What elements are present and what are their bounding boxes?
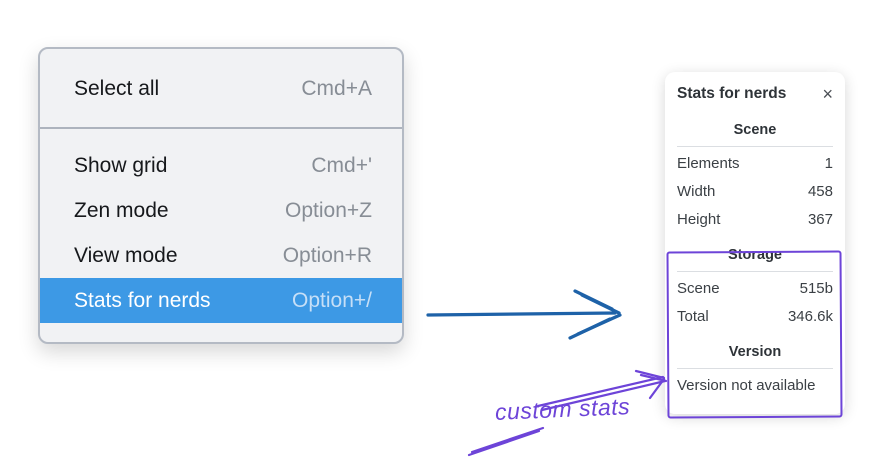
menu-item-select-all[interactable]: Select all Cmd+A (40, 66, 402, 111)
divider (677, 146, 833, 147)
menu-item-label: Zen mode (74, 198, 169, 222)
stat-label: Width (677, 183, 716, 200)
stat-value: 346.6k (787, 308, 833, 325)
menu-item-zen-mode[interactable]: Zen mode Option+Z (40, 188, 402, 233)
stats-panel-title: Stats for nerds (677, 85, 787, 102)
menu-divider (40, 127, 402, 129)
stat-row-elements: Elements 1 (677, 150, 833, 178)
stat-label: Total (677, 308, 709, 325)
menu-item-label: Show grid (74, 153, 168, 177)
stats-panel: Stats for nerds × Scene Elements 1 Width… (665, 72, 845, 414)
menu-item-shortcut: Cmd+A (301, 76, 372, 100)
stat-value: 1 (824, 155, 833, 172)
menu-item-show-grid[interactable]: Show grid Cmd+' (40, 143, 402, 188)
divider (677, 271, 833, 272)
close-icon[interactable]: × (822, 84, 833, 104)
stat-value: 515b (799, 280, 833, 297)
menu-item-view-mode[interactable]: View mode Option+R (40, 233, 402, 278)
stat-row-total-size: Total 346.6k (677, 303, 833, 331)
stat-row-width: Width 458 (677, 178, 833, 206)
version-note: Version not available (677, 377, 816, 394)
menu-item-shortcut: Option+R (282, 243, 372, 267)
menu-item-label: Select all (74, 76, 160, 100)
menu-item-label: Stats for nerds (74, 288, 211, 312)
stat-row-scene-size: Scene 515b (677, 275, 833, 303)
annotation-custom-stats-label: custom stats (494, 393, 631, 425)
blue-arrow (426, 289, 622, 340)
stat-label: Elements (677, 155, 740, 172)
menu-item-label: View mode (74, 243, 178, 267)
menu-item-shortcut: Option+Z (285, 198, 372, 222)
menu-item-shortcut: Cmd+' (311, 153, 372, 177)
context-menu: Select all Cmd+A Show grid Cmd+' Zen mod… (38, 47, 404, 344)
scene-section-header: Scene (733, 122, 777, 138)
menu-section-bottom: Show grid Cmd+' Zen mode Option+Z View m… (40, 129, 402, 342)
menu-item-shortcut: Option+/ (292, 288, 372, 312)
divider (677, 368, 833, 369)
stat-label: Scene (677, 280, 720, 297)
stat-row-height: Height 367 (677, 206, 833, 234)
version-section-header: Version (728, 344, 782, 360)
stat-label: Height (677, 211, 721, 228)
storage-section-header: Storage (728, 247, 782, 263)
menu-section-top: Select all Cmd+A (40, 49, 402, 127)
stat-value: 458 (807, 183, 833, 200)
stat-value: 367 (807, 211, 833, 228)
stats-panel-header: Stats for nerds × (677, 85, 833, 103)
menu-item-stats-for-nerds[interactable]: Stats for nerds Option+/ (40, 278, 402, 323)
